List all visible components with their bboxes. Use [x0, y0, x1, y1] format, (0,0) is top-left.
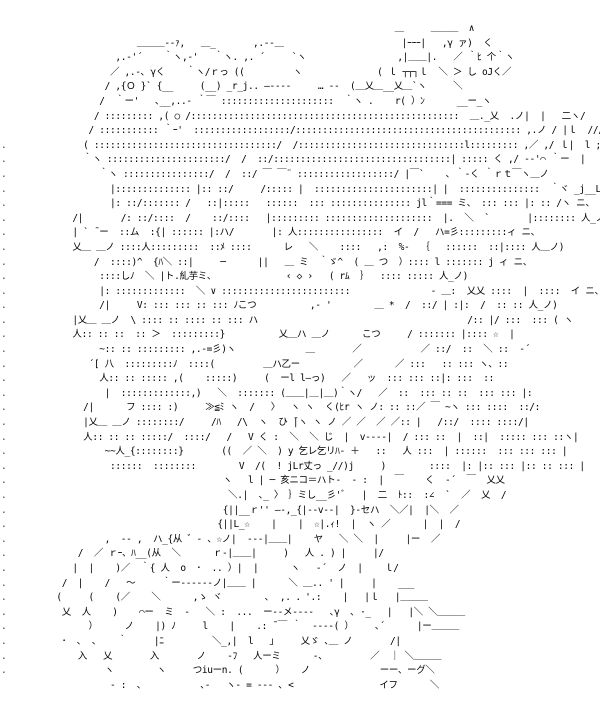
art-line: ＼.| ､_ 〉 ｝ミし__彡'ﾞ | 二 ﾄ:: :∠ ` ／ 乂 /	[8, 490, 507, 501]
art-line: 人:: :: :: :::::/ ::::/ / V く : ＼ ＼ じ | v…	[8, 431, 579, 443]
art-line: | ` ̄ ー ::ム :{| :::::: |:ハ/ |: 人::::::::…	[8, 227, 540, 239]
art-line: / ｀ー' ､__,..‐ ｀￣ ::::::::::::::::::::: ｀…	[8, 95, 492, 107]
art-line: ,.-'´ ｀ヽ,-' ｀ヽ. ,. ´ `ヽ ,|＿＿|. ／ ｀ﾋ 个｀ヽ	[8, 52, 515, 64]
art-line: / ::::)^ {ﾊ＼ ::| ─ || ＿ ミ ｀ゞ^ ( ＿ つ ）:::…	[8, 256, 532, 268]
art-line: /| /: ::/:::: / ::/:::: |::::::::: :::::…	[8, 212, 600, 224]
art-line: ヽ l | ─ 亥ニコ＝ハト‐ - : | ￣ く ‐´ ￣ 乂乂	[8, 475, 505, 487]
art-line: ） ノ |) ﾉ l | .: ̄ ￣ ｀ ‐‐‐‐( ） ､´ |ー＿＿＿	[8, 621, 460, 633]
left-margin-dots: . . . . . . . . . . . . . . . . . . . . …	[1, 139, 7, 677]
art-line: 乂＿ ＿ノ ::::人::::::::: ::ﾒ :::: レ ＼ :::: ,…	[8, 241, 565, 253]
art-line: 人:: :: :: :: ＞ :::::::::} 乂＿ハ ＿ノ こつ / ::…	[8, 329, 515, 341]
art-line: {||__ｒ'' ―‐,_{|‐‐v‐‐| }-セハ ＼／| |＼ ／	[8, 504, 459, 516]
art-line: |乂＿ ＿ノ ::::::::/ /ﾊ /\ ヽ ひ ̄|ヽ ヽ ノ ／ ／ ／…	[8, 417, 529, 429]
art-line: | | )／ ｀{ 人 o ･ .. ）| | ヽ ‐´ ノ | ｌ/	[8, 562, 410, 574]
art-line: ( ::::::::::::::::::::::::::::::::::/ /:…	[8, 139, 600, 151]
art-line: ･ ､ ､ ｀ |ﾆ ＼_,| l ｣ 乂ゞ ､＿ ノ /|	[8, 635, 401, 647]
ascii-art-illustration: ＿ ＿＿＿ ∧ ＿＿＿--ｧ, ＿_ ,.-‐＿ |ｰｰｰ| ,γ ァ) く ,…	[8, 22, 600, 693]
art-line: / | / ～ ｀ー‐‐‐‐‐‐ノ|＿＿ | ＼ ＿.. ' | | ___	[8, 577, 415, 589]
art-line: :::::: :::::::: V /( ! jLr丈っ _//)j ) :::…	[8, 460, 585, 472]
art-line: | :::::::::::::,) ＼ ::::::: (＿＿|＿|＿)｀ヽ/ …	[8, 387, 533, 399]
art-line: ｀ヽ ::::::::::::::::::::::/ / ::/::::::::…	[8, 154, 586, 166]
art-line: ‐ : ､ ､‐ ヽ‐ = ‐‐‐ ､ < イフ ＼	[8, 679, 440, 691]
art-line: |乂＿ ＿ノ \ :::: :: :::: :: ::: ハ /:: |/ ::…	[8, 314, 574, 326]
art-line: |: ::::::::::::: ＼ ∨ :::::::::::::::::::…	[8, 285, 600, 297]
art-line: ｀ヽ ::::::::::::::::/ / ::/ ￣ ￣¨ ::::::::…	[8, 168, 549, 180]
art-line: |: ::/::::::: / ::|::::: :::::: ::: ::::…	[8, 198, 595, 210]
art-line: {||L_☆ | | ☆|.ｨ! | ヽ ／ | | /	[8, 519, 461, 531]
art-line: ＿＿＿--ｧ, ＿_ ,.-‐＿ |ｰｰｰ| ,γ ァ) く	[8, 37, 493, 49]
art-line: , -‐ , ハ_{从 ゛‐ 、☆ノ| ‐‐‐|＿＿| ヤ ＼ ＼ | |ー ／	[8, 533, 441, 545]
art-line: / ::::::::: ,( ○ /::::::::::::::::::::::…	[8, 110, 586, 122]
art-line: 入 乂 入 ノ ‐ﾌ 人ーミ ‐、 ／ ｜ ＼＿＿＿	[8, 650, 442, 662]
art-line: ~:: :: ::::::::: ,.-=彡)ヽ ＿ ／ ／ ::/ :: ＼ …	[8, 344, 531, 356]
art-line: ( ( (／ ＼ ,ゝ ヾ ､ ,. ．'.: | |ｌ |＿＿＿	[8, 592, 428, 604]
art-line: 人:: :: ::::: ,( :::::) ( ーl l―っ) ／ ッ :::…	[8, 373, 495, 385]
art-line: ／ ,.-､ γく ｀ヽ/ｒっ (( ヽ ( ｌ ┬┬┐ｌ ＼ ＞ し oJく／	[8, 66, 511, 78]
art-line: / ／ ｒｰ、ﾊ__(从 ＼ ｒ-|＿＿| ) 人 . ) | |/	[8, 548, 400, 560]
art-line: |:::::::::::::: |:: ::/ /::::: | :::::::…	[8, 183, 600, 195]
art-line: / ::::::::::: ｀ｰ' ::::::::::::::::::/:::…	[8, 125, 600, 137]
art-line: /| フ :::: :) ≫≦ﾐ ヽ / 〉 ヽ ヽ く(ﾋr ヽ ノ: :: …	[8, 402, 541, 414]
art-line: ~~人_{::::::::} (( ／ ＼ ) y 乞レ乞リﾊ- ＋ :: 人 …	[8, 446, 568, 458]
art-line: 乂 人 ) ⌒ー ミ ‐ ＼ : ... ー‐‐メ‐‐‐‐ ､γ ､ ·_ | …	[8, 606, 466, 618]
art-line: ＿ ＿＿＿ ∧	[8, 23, 475, 34]
art-line: ::::しﾉ ＼ |ト.糺芋ミ、 ‹ ◇ › ( rﾑ ｝ :::: :::::…	[8, 271, 469, 283]
art-line: /| V: ::: ::: :: ::: ﾉこつ ,- ' ＿ * / ::/ …	[8, 300, 558, 312]
art-line: ヽ ヽ つiuーn. ( ） ノ ーー、ーグ＼	[8, 665, 435, 677]
art-line: / ,{Ｏ }` {__ (__) _r_j.. ―‐‐‐‐ … ‐‐ (＿乂＿…	[8, 81, 463, 93]
art-line: ´[ 八 :::::::::ﾉ ::::( ＿ハ乙ー ／ ／ ::: :: ::…	[8, 358, 509, 370]
